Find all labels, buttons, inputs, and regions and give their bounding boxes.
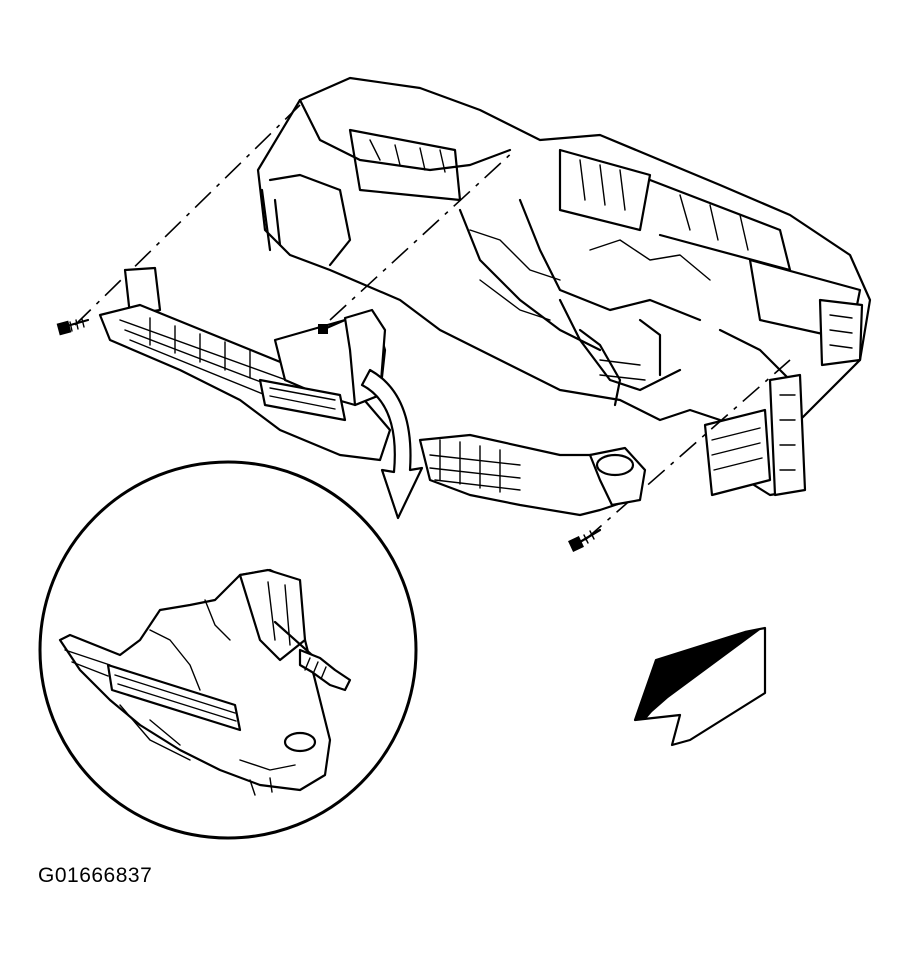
screw-left — [56, 318, 90, 336]
floor-heater-duct — [98, 266, 647, 517]
figure-id-label: G01666837 — [38, 864, 153, 887]
alignment-lines — [74, 104, 791, 541]
instrument-panel-carrier — [256, 76, 872, 497]
callout-arrow-icon — [360, 368, 424, 520]
forward-direction-arrow-icon — [633, 626, 767, 747]
detail-magnifier-circle — [38, 460, 418, 840]
screw-right — [568, 528, 602, 552]
screw-center — [318, 318, 347, 334]
